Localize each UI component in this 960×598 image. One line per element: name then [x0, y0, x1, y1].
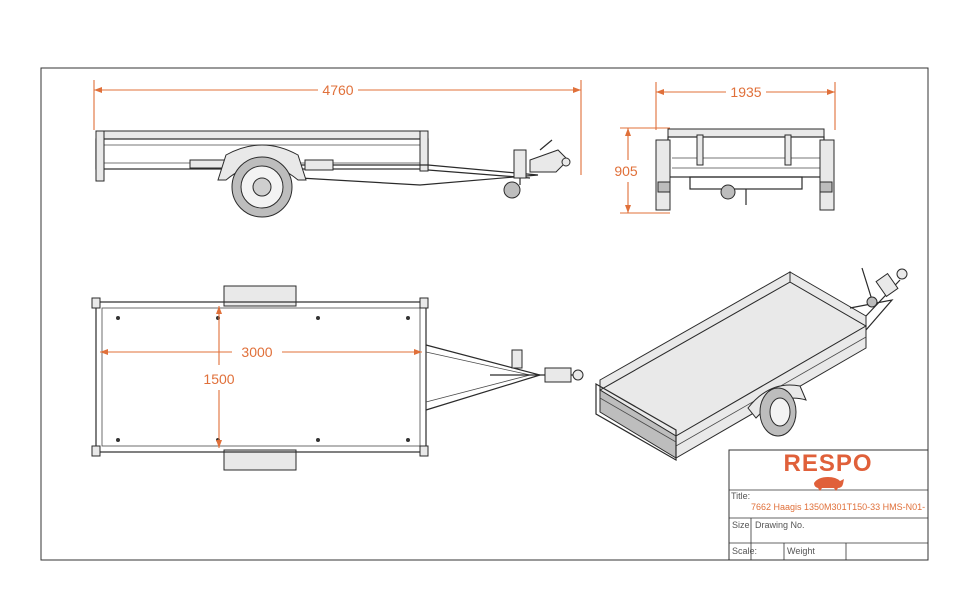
dimension-3000: 3000 — [100, 344, 422, 360]
title-value: 7662 Haagis 1350M301T150-33 HMS-N01- — [751, 502, 925, 512]
isometric-view — [595, 267, 908, 462]
dimension-905: 905 — [614, 127, 670, 214]
weight-label: Weight — [787, 546, 815, 556]
dim-label-3000: 3000 — [241, 344, 272, 360]
dim-label-1500: 1500 — [203, 371, 234, 387]
bull-icon — [814, 477, 844, 491]
size-label: Size — [732, 520, 750, 530]
drawing-frame — [40, 67, 929, 561]
title-label: Title: — [731, 491, 750, 501]
dimension-1500: 1500 — [203, 306, 235, 448]
title-block: RESPO Title: 7662 Haagis 1350M301T150-33… — [728, 449, 929, 561]
dimension-4760: 4760 — [93, 80, 582, 175]
top-view: 3000 1500 — [91, 285, 584, 471]
drawing-number-label: Drawing No. — [755, 520, 805, 530]
respo-logo-text: RESPO — [783, 450, 872, 477]
dim-label-905: 905 — [614, 163, 638, 179]
dim-label-4760: 4760 — [322, 82, 353, 98]
dim-label-1935: 1935 — [730, 84, 761, 100]
dimension-1935: 1935 — [655, 82, 836, 130]
rear-view: 1935 905 — [614, 82, 836, 214]
side-view: 4760 — [93, 80, 582, 218]
scale-label: Scale: — [732, 546, 757, 556]
